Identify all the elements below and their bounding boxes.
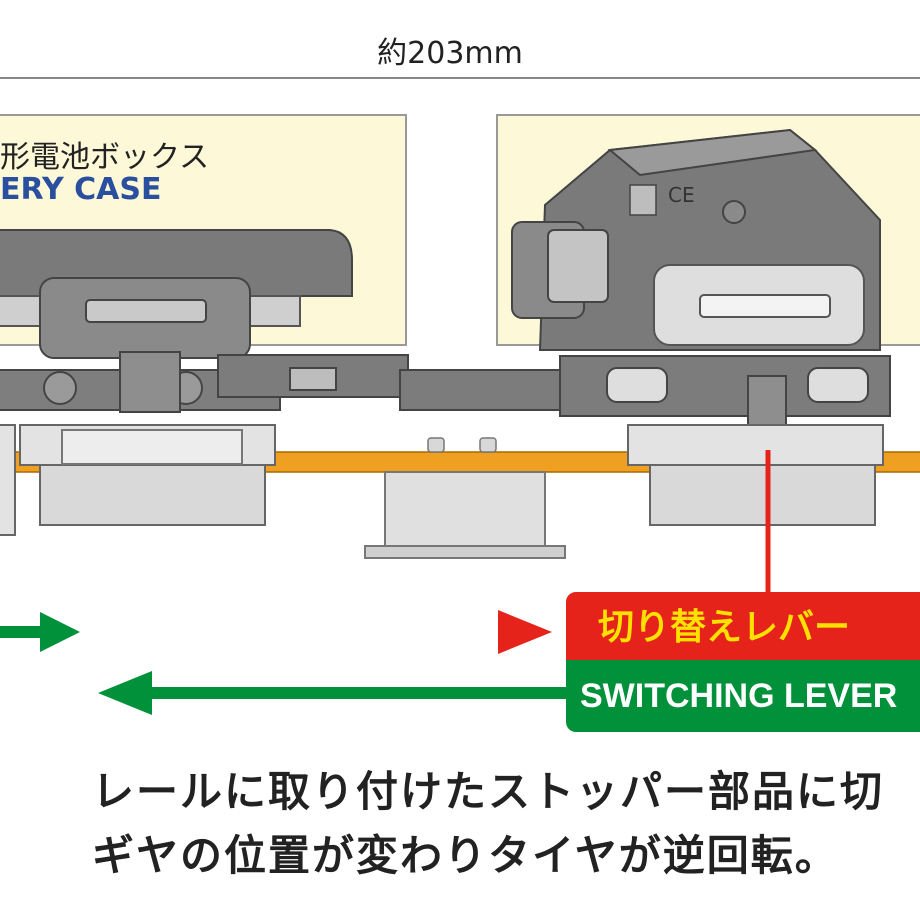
left-bogie xyxy=(19,424,276,526)
forward-arrow-green-head xyxy=(40,612,80,652)
center-rail-support xyxy=(364,437,566,559)
battery-case-label-en: ERY CASE xyxy=(0,172,162,207)
battery-case-label-jp: 形電池ボックス xyxy=(0,140,210,175)
left-edge-bogie xyxy=(0,424,16,536)
switching-lever-label-en: SWITCHING LEVER xyxy=(566,660,920,732)
forward-arrow-red-head xyxy=(498,610,552,654)
left-battery-body xyxy=(0,229,353,413)
description-line-2: ギヤの位置が変わりタイヤが逆回転。 xyxy=(92,831,839,880)
backward-arrow-green-head xyxy=(98,671,152,715)
switching-lever-callout: 切り替えレバー SWITCHING LEVER xyxy=(566,592,920,736)
switching-lever-label-jp: 切り替えレバー xyxy=(566,592,920,662)
dimension-label: 約203mm xyxy=(377,36,523,71)
right-bogie xyxy=(627,424,884,526)
svg-text:CE: CE xyxy=(668,183,695,207)
description-line-1: レールに取り付けたストッパー部品に切 xyxy=(92,767,885,816)
